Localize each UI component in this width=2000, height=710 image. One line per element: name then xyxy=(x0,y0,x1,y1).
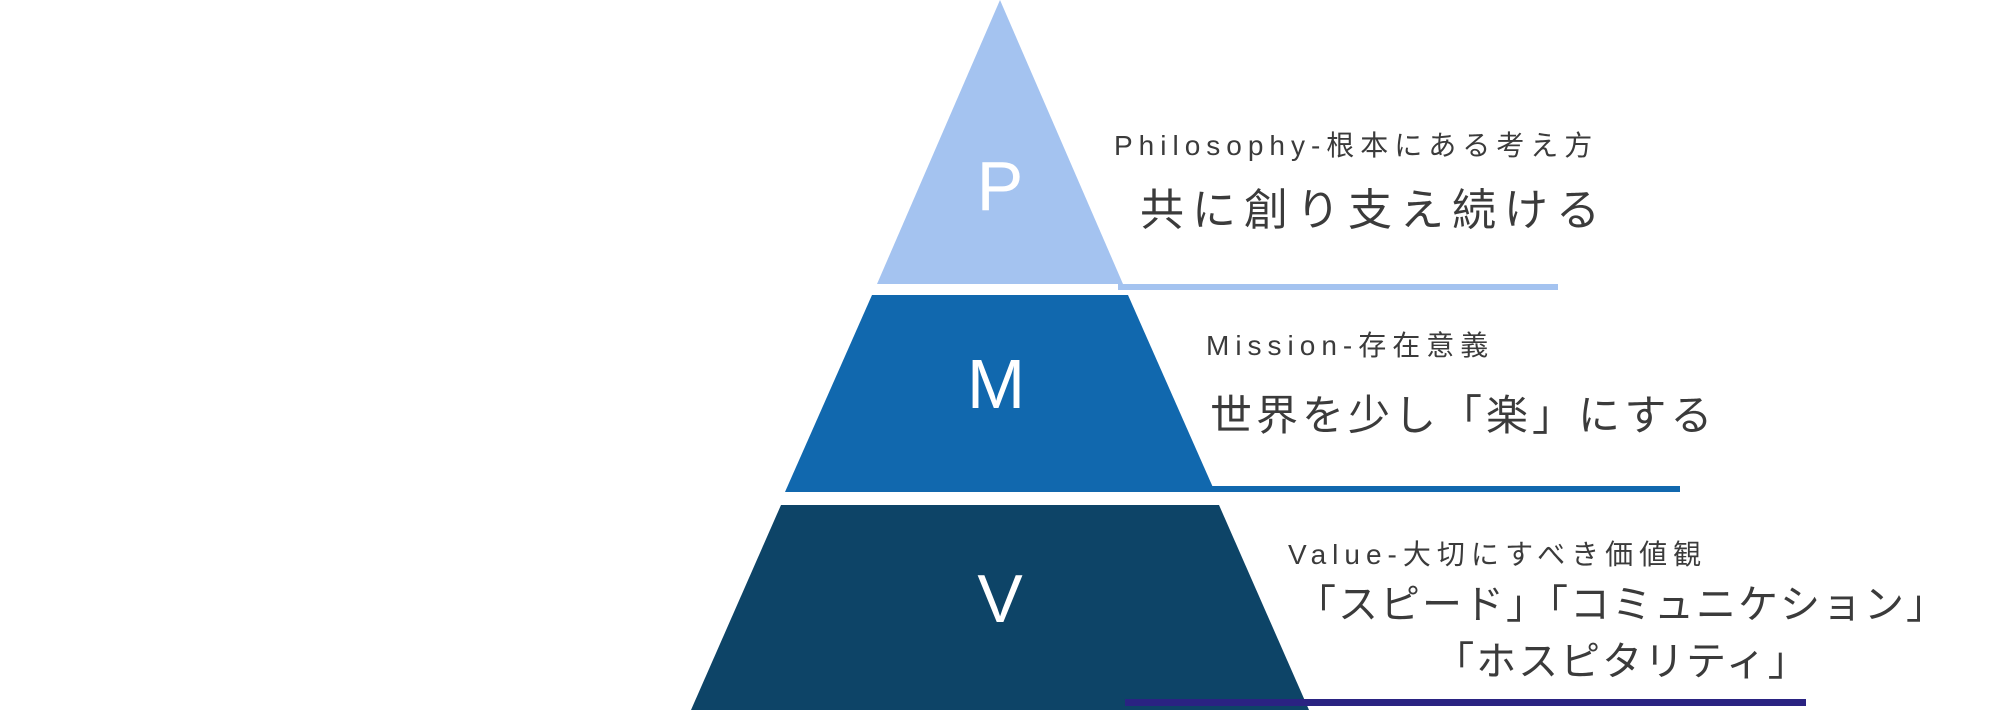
value-statement: 「スピード」「コミュニケション」 「ホスピタリティ」 xyxy=(1296,577,1948,691)
philosophy-tier-shape xyxy=(877,0,1123,284)
value-statement-line2: 「ホスピタリティ」 xyxy=(1434,640,1810,684)
mission-tier-letter: M xyxy=(967,345,1025,423)
philosophy-caption: Philosophy-根本にある考え方 共に創り支え続ける xyxy=(1114,130,1608,238)
mission-statement: 世界を少し「楽」にする xyxy=(1210,392,1717,439)
mission-caption: Mission-存在意義 世界を少し「楽」にする xyxy=(1206,330,1716,443)
mission-label: Mission-存在意義 xyxy=(1206,330,1495,361)
philosophy-underline xyxy=(1118,284,1558,290)
philosophy-label: Philosophy-根本にある考え方 xyxy=(1114,130,1599,161)
value-statement-line1: 「スピード」「コミュニケション」 xyxy=(1296,583,1948,627)
value-underline xyxy=(1125,699,1806,706)
value-tier-shape xyxy=(691,505,1309,710)
mission-tier-shape xyxy=(785,295,1215,492)
philosophy-statement: 共に創り支え続ける xyxy=(1140,186,1608,235)
mission-underline xyxy=(1198,486,1680,492)
value-tier-letter: V xyxy=(977,561,1023,637)
value-caption: Value-大切にすべき価値観 「スピード」「コミュニケション」 「ホスピタリテ… xyxy=(1288,539,1948,691)
value-label: Value-大切にすべき価値観 xyxy=(1288,539,1708,570)
philosophy-tier-letter: P xyxy=(977,147,1024,225)
